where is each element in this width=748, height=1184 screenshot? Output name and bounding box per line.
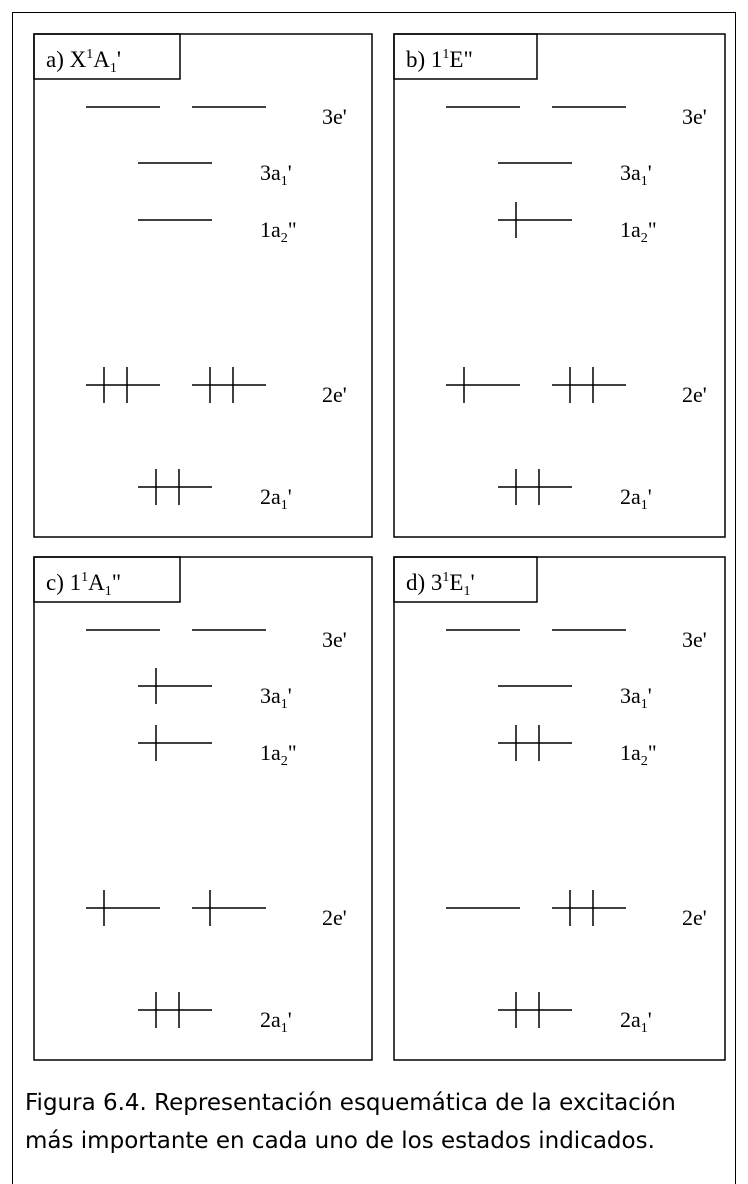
panel-title: a) X1A1'	[46, 47, 121, 76]
panel-title-box	[393, 33, 538, 80]
panel-border	[33, 556, 373, 1061]
orbital-label: 3e'	[322, 627, 347, 652]
panel-c: c) 11A1" 3e' 3a1' 1a2" 2e' 2a1'	[33, 556, 373, 1061]
orbital-label: 1a2"	[620, 217, 657, 246]
orbital-label: 1a2"	[260, 740, 297, 769]
orbital-label: 2a1'	[620, 484, 652, 513]
orbital-label: 1a2"	[620, 740, 657, 769]
panel-border	[393, 556, 726, 1061]
orbital-label: 3e'	[682, 627, 707, 652]
panel-title: c) 11A1"	[46, 570, 121, 599]
figure-caption: Figura 6.4. Representación esquemática d…	[25, 1090, 676, 1154]
orbital-label: 2e'	[322, 382, 347, 407]
orbital-label: 2e'	[682, 905, 707, 930]
orbital-label: 3e'	[322, 104, 347, 129]
orbital-label: 3a1'	[260, 683, 292, 712]
panel-title: b) 11E"	[406, 47, 473, 72]
panel-d: d) 31E1' 3e' 3a1' 1a2" 2e' 2a1'	[393, 556, 726, 1061]
panel-a: a) X1A1' 3e' 3a1' 1a2" 2e' 2a1'	[33, 33, 373, 538]
panel-b: b) 11E" 3e' 3a1' 1a2" 2e' 2a1'	[393, 33, 726, 538]
panel-border	[33, 33, 373, 538]
panel-border	[393, 33, 726, 538]
panel-title-box	[33, 33, 181, 80]
orbital-label: 2e'	[682, 382, 707, 407]
figure-frame	[12, 12, 736, 1184]
orbital-label: 3a1'	[620, 160, 652, 189]
orbital-label: 2e'	[322, 905, 347, 930]
orbital-label: 2a1'	[260, 484, 292, 513]
panel-title: d) 31E1'	[406, 570, 475, 599]
panel-title-box	[33, 556, 181, 603]
orbital-label: 2a1'	[260, 1007, 292, 1036]
orbital-label: 3a1'	[620, 683, 652, 712]
orbital-label: 3e'	[682, 104, 707, 129]
panel-title-box	[393, 556, 538, 603]
orbital-label: 1a2"	[260, 217, 297, 246]
orbital-label: 3a1'	[260, 160, 292, 189]
orbital-label: 2a1'	[620, 1007, 652, 1036]
